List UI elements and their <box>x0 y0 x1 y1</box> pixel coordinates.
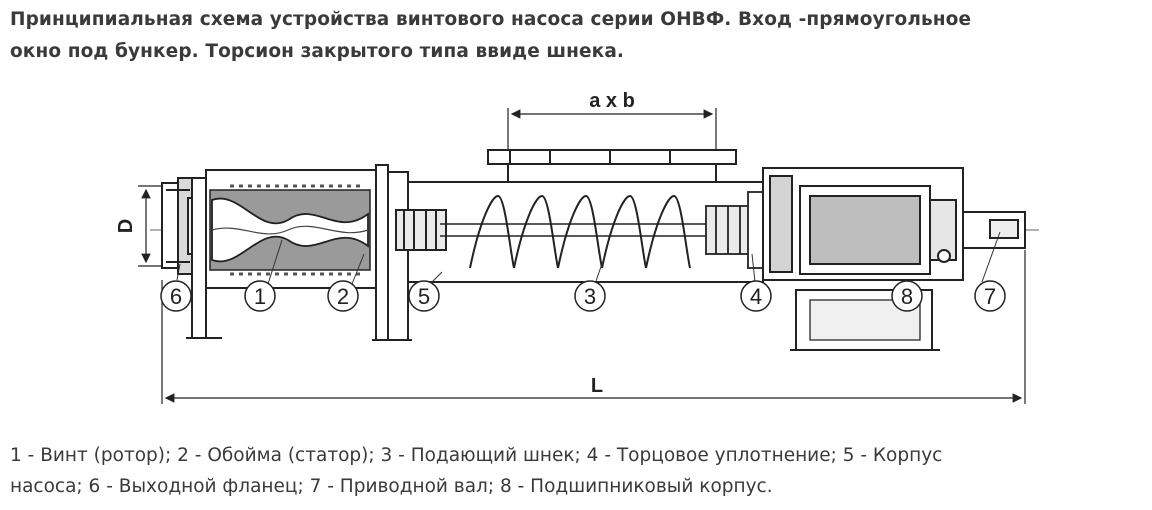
callout-1: 1 <box>244 280 276 312</box>
callout-3-number: 3 <box>584 284 596 309</box>
callout-4: 4 <box>740 280 772 312</box>
callout-3: 3 <box>574 280 606 312</box>
callout-7-number: 7 <box>984 284 996 309</box>
callout-5-number: 5 <box>418 284 430 309</box>
feed-auger <box>440 194 710 269</box>
dimension-d: D <box>115 185 162 267</box>
mechanical-seal <box>705 191 765 269</box>
parts-legend: 1 - Винт (ротор); 2 - Обойма (статор); 3… <box>10 440 1145 502</box>
callout-4-number: 4 <box>750 284 762 309</box>
drive-shaft <box>962 211 1026 249</box>
heading-line-1: Принципиальная схема устройства винтовог… <box>10 9 972 30</box>
legend-line-1: 1 - Винт (ротор); 2 - Обойма (статор); 3… <box>10 445 943 466</box>
legend-line-2: насоса; 6 - Выходной фланец; 7 - Приводн… <box>10 476 773 497</box>
diagram-heading: Принципиальная схема устройства винтовог… <box>10 4 1145 68</box>
dimension-d-label: D <box>115 219 137 233</box>
callout-2: 2 <box>327 280 359 312</box>
heading-line-2: окно под бункер. Торсион закрытого типа … <box>10 41 625 62</box>
leader-lines <box>176 231 1001 285</box>
callout-2-number: 2 <box>337 284 349 309</box>
callout-8: 8 <box>891 280 923 312</box>
dimension-l-label: L <box>591 375 603 397</box>
bearing-housing <box>762 167 964 351</box>
callout-5: 5 <box>408 280 440 312</box>
callout-7: 7 <box>974 280 1006 312</box>
callout-1-number: 1 <box>254 284 266 309</box>
dimension-a-x-b-label: a x b <box>589 90 635 112</box>
pump-body <box>372 164 764 341</box>
callout-8-number: 8 <box>901 284 913 309</box>
dimension-a-x-b: a x b <box>507 90 717 150</box>
callout-6-number: 6 <box>170 284 182 309</box>
rotor-screw <box>211 197 369 263</box>
pump-schematic: a x b D <box>115 90 1040 404</box>
hopper-inlet <box>487 149 737 182</box>
callout-6: 6 <box>160 280 192 312</box>
